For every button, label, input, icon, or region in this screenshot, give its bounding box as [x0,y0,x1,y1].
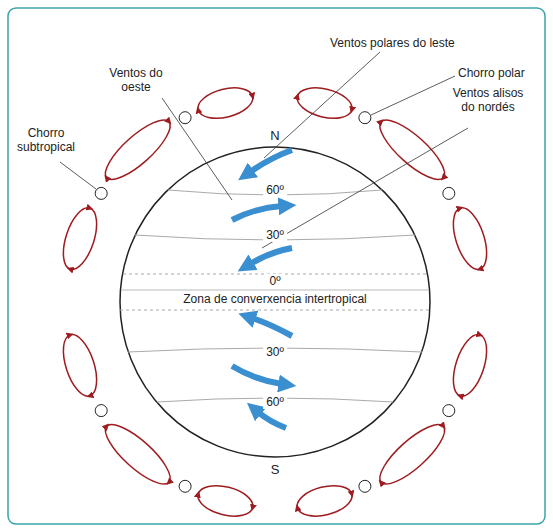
earth-circle [120,147,430,457]
circulation-cell [453,335,486,397]
latitude-label: 30º [263,228,287,242]
frame [8,8,545,524]
jet-label: Chorro polar [458,66,525,80]
latitude-label: 60º [263,183,287,197]
jet-stream [95,405,107,417]
pole-label: S [268,463,283,477]
circulation-cell [63,208,96,270]
leader-lines [60,52,468,248]
circulation-cell [63,335,96,397]
circulation-cell [198,88,253,118]
latitude-lines [120,190,430,402]
circulation-cell [297,486,352,516]
jet-stream [443,405,455,417]
jet-stream [359,480,371,492]
latitude-label: 60º [263,395,287,409]
wind-label: Ventos do oeste [100,66,172,94]
circulation-cell [380,425,445,484]
zone-label: Zona de converxencia intertropical [180,292,369,306]
wind-arrows [232,150,292,428]
circulation-cell [453,208,486,270]
pole-label: N [267,129,282,143]
jet-stream [359,112,371,124]
latitude-label: 30º [263,345,287,359]
jet-stream [443,187,455,199]
wind-label: Ventos alisos do nordés [452,86,524,114]
circulation-cell [198,486,253,516]
circulation-cell [380,120,445,179]
jet-stream [179,112,191,124]
jet-streams [95,112,455,493]
latitude-label: 0º [266,274,283,288]
jet-stream [95,187,107,199]
jet-label: Chorro subtropical [10,126,82,154]
circulation-cell [105,425,170,484]
circulation-cell [105,120,170,179]
circulation-cells [63,88,486,516]
jet-stream [179,480,191,492]
wind-label: Ventos polares do leste [330,36,455,50]
